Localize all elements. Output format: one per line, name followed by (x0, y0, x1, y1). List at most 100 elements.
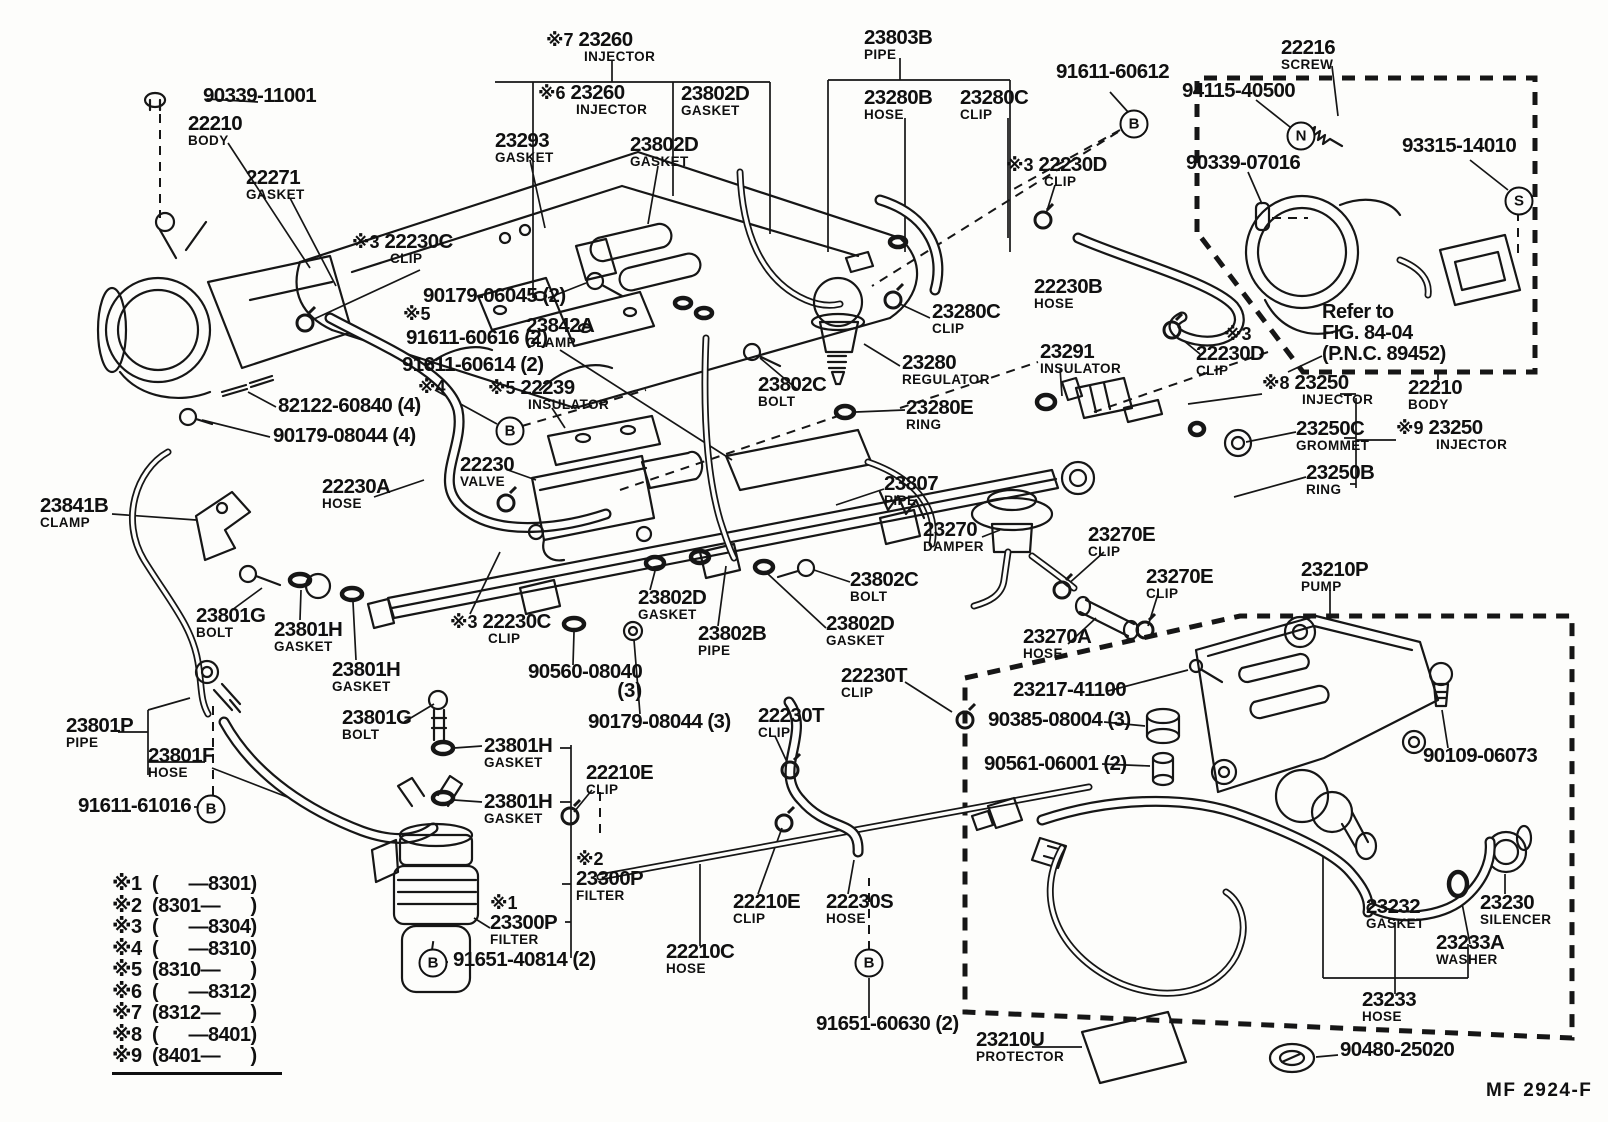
part-description: BODY (188, 132, 229, 148)
part-number: 90480-25020 (1340, 1038, 1455, 1061)
part-number: 22230C (384, 230, 454, 253)
part-callout: 91611-60612 (1056, 61, 1170, 83)
pump-hoses-drawing (1042, 801, 1490, 993)
part-description: INJECTOR (576, 101, 648, 117)
part-number: 91651-40814 (2) (453, 948, 596, 971)
reference-note-line: FIG. 84-04 (1322, 322, 1413, 344)
part-description: CLIP (1196, 362, 1229, 378)
part-description: HOSE (864, 106, 904, 122)
part-number: 22239 (520, 376, 576, 399)
part-description: CLAMP (526, 334, 576, 350)
part-description: GASKET (681, 102, 740, 118)
part-callout: 90179-08044 (4) (273, 425, 416, 447)
reference-note: Refer to FIG. 84-04 (P.N.C. 89452) (1322, 302, 1446, 365)
part-callout: 93315-14010 (1402, 134, 1517, 157)
part-callout: 90560-08040(3) (528, 661, 643, 702)
legend-range: (8401— ) (152, 1045, 257, 1067)
legend-range: ( —8401) (152, 1023, 257, 1046)
legend-mark: ※8 (112, 1023, 142, 1046)
part-number: 23232 (1366, 895, 1421, 918)
legend-row: ※8 ( —8401) (112, 1023, 282, 1047)
part-number: 23270E (1146, 565, 1214, 588)
part-number: 93315-14010 (1402, 134, 1517, 157)
substitution-mark: ※5 (488, 378, 516, 398)
gasket-rings (290, 237, 1467, 896)
part-number: 23270E (1088, 523, 1156, 546)
part-number: 23801F (148, 744, 215, 767)
part-description: PIPE (66, 734, 99, 750)
legend-mark: ※9 (112, 1045, 142, 1067)
part-number: 90179-08044 (3) (588, 710, 731, 733)
fuel-rail-drawing (368, 462, 1094, 628)
part-number: 22230 (460, 453, 515, 476)
part-number: 22230S (826, 890, 894, 913)
part-number: 23250C (1296, 417, 1365, 440)
part-description: FILTER (576, 887, 625, 903)
part-description: GROMMET (1296, 437, 1370, 453)
part-number: 23801H (274, 618, 343, 641)
part-description: WASHER (1436, 951, 1498, 967)
legend-row: ※9 (8401— ) (112, 1045, 282, 1068)
marker-letter: N (1295, 127, 1307, 145)
part-description: INJECTOR (584, 48, 656, 64)
part-description: PIPE (864, 46, 897, 62)
damper-drawing (972, 490, 1138, 639)
fuel-filter-drawing (372, 691, 478, 992)
part-callout: 90179-08044 (3) (588, 710, 731, 733)
part-number: 82122-60840 (4) (278, 394, 421, 417)
dashed-box-throttle-detail (1197, 78, 1535, 372)
legend-mark: ※3 (112, 916, 142, 938)
legend-mark: ※4 (112, 937, 142, 960)
part-number: 90339-07016 (1186, 151, 1301, 174)
part-callout: 82122-60840 (4) (278, 394, 421, 417)
circled-letter-marker: N (1286, 121, 1316, 151)
part-number: 23293 (495, 129, 550, 152)
return-pipe-drawing (132, 452, 330, 714)
part-description: GASKET (638, 606, 697, 622)
part-callout: 90339-07016 (1186, 151, 1301, 174)
substitution-mark: ※7 (546, 30, 574, 50)
circled-letter-marker: B (1119, 109, 1149, 139)
part-description: PUMP (1301, 578, 1342, 594)
part-number: 23802C (758, 373, 827, 396)
part-description: FILTER (490, 931, 539, 947)
part-number: 23250 (1294, 371, 1350, 394)
reference-note-line: (P.N.C. 89452) (1322, 343, 1446, 365)
circled-letter-marker: B (495, 416, 525, 446)
part-number: 23841B (40, 494, 109, 517)
part-callout: 90480-25020 (1340, 1038, 1455, 1061)
part-number: 23230 (1480, 891, 1535, 914)
part-description: VALVE (460, 473, 506, 489)
legend-mark: ※7 (112, 1002, 142, 1024)
part-quantity: (3) (617, 678, 643, 702)
part-description: BOLT (758, 393, 796, 409)
marker-letter: B (863, 954, 875, 972)
part-callout: 90109-06073 (1423, 745, 1538, 767)
part-description: CLIP (758, 724, 791, 740)
leader-lines (112, 58, 1508, 1057)
legend-range: ( —8304) (152, 916, 257, 938)
part-description: CLIP (841, 684, 874, 700)
